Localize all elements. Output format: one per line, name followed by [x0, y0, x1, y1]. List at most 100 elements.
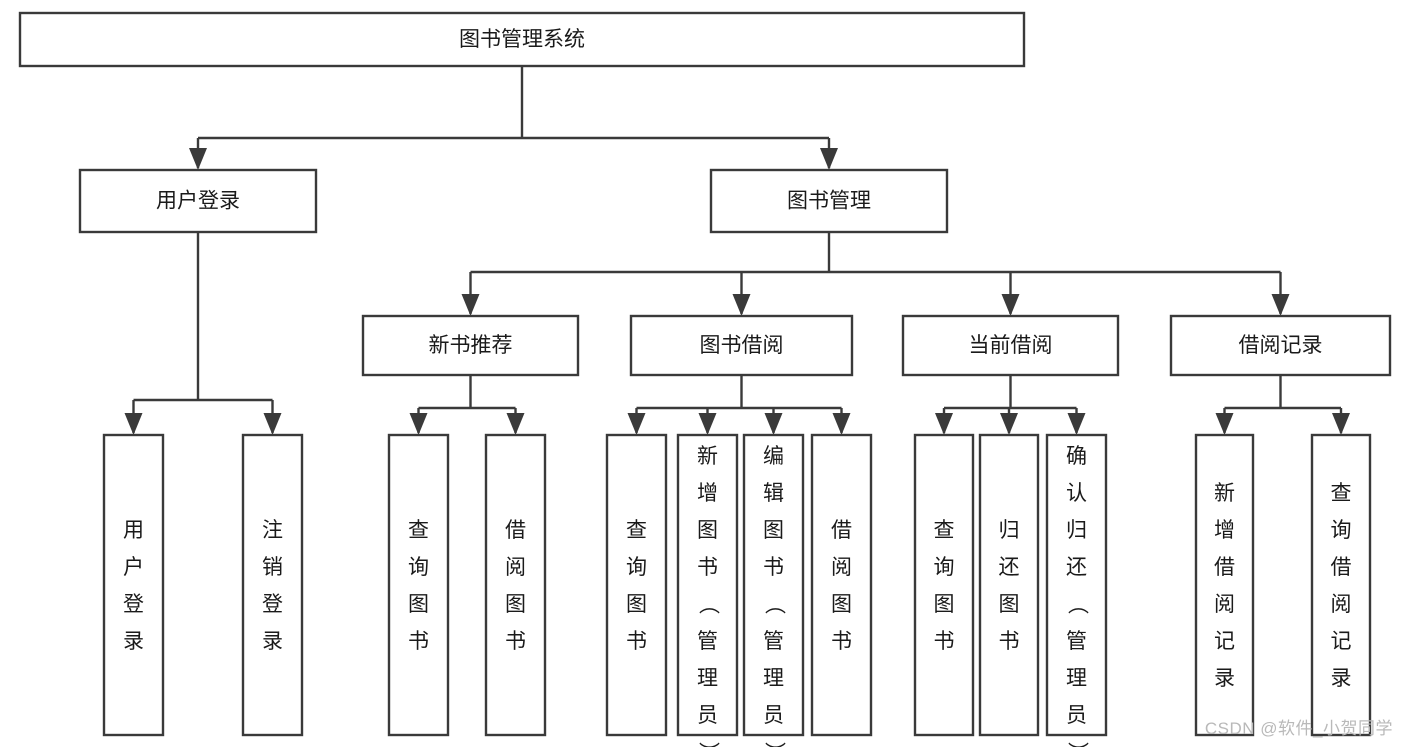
node-label-char: （ — [763, 594, 786, 615]
arrow-head-icon — [627, 413, 646, 435]
node-label-char: 录 — [262, 630, 283, 653]
node-label-char: 图 — [626, 593, 647, 616]
node-rect — [78, 168, 318, 234]
node-label-char: 新 — [1214, 482, 1235, 505]
node-label-char: 查 — [1331, 482, 1352, 505]
node-label-char: 编 — [763, 445, 784, 468]
node-label-char: 图 — [831, 593, 852, 616]
node-level3-1[interactable]: 图书借阅 — [629, 314, 854, 377]
node-label-char: 书 — [763, 556, 784, 579]
arrow-head-icon — [1271, 294, 1290, 316]
node-label-char: 书 — [626, 630, 647, 653]
node-user-login[interactable]: 用户登录 — [78, 168, 318, 234]
node-label-char: 登 — [262, 593, 283, 616]
node-rect — [484, 433, 547, 737]
node-level3-2[interactable]: 当前借阅 — [901, 314, 1120, 377]
node-label-char: 记 — [1214, 630, 1235, 653]
node-label-char: 记 — [1331, 630, 1352, 653]
arrow-head-icon — [935, 413, 953, 435]
node-rect — [605, 433, 668, 737]
node-label-char: 查 — [626, 519, 647, 542]
arrow-head-icon — [1000, 413, 1018, 435]
node-label-char: 录 — [1214, 667, 1235, 690]
node-label-char: 阅 — [1331, 593, 1352, 616]
node-label-char: ） — [763, 742, 786, 747]
node-label-char: ） — [1066, 742, 1089, 747]
node-label-char: 管 — [1066, 630, 1087, 653]
node-label-char: （ — [697, 594, 720, 615]
node-label-char: 查 — [934, 519, 955, 542]
node-rect — [709, 168, 949, 234]
arrow-head-icon — [1215, 413, 1234, 435]
node-label-char: 登 — [123, 593, 144, 616]
node-label-char: 确 — [1066, 445, 1087, 468]
node-label: 图书管理 — [787, 190, 871, 213]
arrow-head-icon — [124, 413, 143, 435]
node-label-char: 询 — [1331, 519, 1352, 542]
node-label-char: 录 — [1331, 667, 1352, 690]
node-label: 图书管理系统 — [459, 28, 585, 51]
node-label-char: 图 — [999, 593, 1020, 616]
arrow-head-icon — [409, 413, 428, 435]
node-label-char: 理 — [1066, 667, 1087, 690]
node-label-char: 录 — [123, 630, 144, 653]
node-rect — [1045, 433, 1108, 737]
node-label-char: 书 — [697, 556, 718, 579]
arrow-head-icon — [820, 148, 838, 170]
node-label-char: 员 — [697, 704, 718, 727]
node-label-char: 增 — [697, 482, 718, 505]
node-rect — [1194, 433, 1255, 737]
node-root-book-management-system[interactable]: 图书管理系统 — [18, 11, 1026, 68]
node-label: 借阅记录 — [1239, 334, 1323, 357]
node-label-char: 阅 — [1214, 593, 1235, 616]
node-label-char: 认 — [1066, 482, 1087, 505]
arrow-head-icon — [1332, 413, 1350, 435]
node-label-char: 还 — [1066, 556, 1087, 579]
arrow-head-icon — [189, 148, 207, 170]
node-label-char: 借 — [831, 519, 852, 542]
node-label-char: 查 — [408, 519, 429, 542]
connector-layer — [124, 66, 1350, 435]
node-label-char: 归 — [1066, 519, 1087, 542]
node-level3-0[interactable]: 新书推荐 — [361, 314, 580, 377]
node-label-char: 阅 — [505, 556, 526, 579]
node-label-char: 书 — [831, 630, 852, 653]
node-label-char: 借 — [505, 519, 526, 542]
node-label-char: 书 — [934, 630, 955, 653]
node-book-management[interactable]: 图书管理 — [709, 168, 949, 234]
node-label: 图书借阅 — [700, 334, 784, 357]
node-label: 新书推荐 — [429, 334, 513, 357]
node-label-char: 管 — [697, 630, 718, 653]
node-layer: 图书管理系统用户登录图书管理新书推荐图书借阅当前借阅借阅记录用户登录注销登录查询… — [18, 11, 1392, 747]
node-label-char: 员 — [1066, 704, 1087, 727]
node-level3-3[interactable]: 借阅记录 — [1169, 314, 1392, 377]
node-label-char: 询 — [408, 556, 429, 579]
node-label-char: 户 — [123, 556, 144, 579]
node-rect — [978, 433, 1040, 737]
node-rect — [810, 433, 873, 737]
node-rect — [18, 11, 1026, 68]
node-rect — [1169, 314, 1392, 377]
node-label-char: 还 — [999, 556, 1020, 579]
arrow-head-icon — [698, 413, 717, 435]
node-label: 用户登录 — [156, 190, 240, 213]
node-label-char: 归 — [999, 519, 1020, 542]
arrow-head-icon — [1067, 413, 1086, 435]
node-rect — [676, 433, 739, 737]
node-rect — [241, 433, 304, 737]
node-leaf-0[interactable]: 用户登录 — [102, 433, 165, 737]
